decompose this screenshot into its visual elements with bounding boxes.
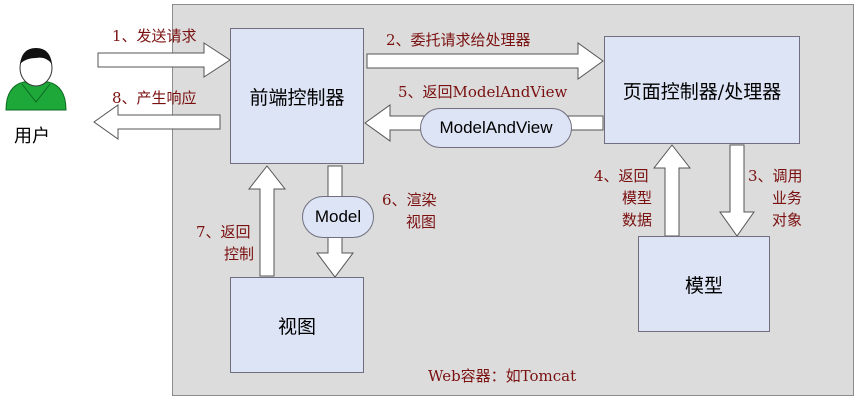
step-6-line-1: 6、渲染 <box>382 191 437 209</box>
model-pill-label: Model <box>314 207 362 226</box>
view-box: 视图 <box>230 277 364 373</box>
model-box: 模型 <box>638 236 770 332</box>
step-4-line-1: 4、返回 <box>594 167 649 185</box>
view-box-label: 视图 <box>277 315 316 338</box>
model-and-view-pill-label: ModelAndView <box>439 118 553 137</box>
step-6-line-2: 视图 <box>406 213 437 231</box>
front-controller-label: 前端控制器 <box>249 86 345 109</box>
model-and-view-pill: ModelAndView <box>420 108 572 148</box>
step-4-line-2: 模型 <box>622 189 653 207</box>
step-3-line-3: 对象 <box>772 211 803 229</box>
step-7-line-2: 控制 <box>224 245 255 263</box>
front-controller-box: 前端控制器 <box>230 28 364 164</box>
arrow-return-control <box>247 165 287 277</box>
arrow-send-request <box>97 42 231 78</box>
page-controller-label: 页面控制器/处理器 <box>622 80 782 103</box>
arrow-return-model-data <box>652 144 692 237</box>
step-3-line-2: 业务 <box>772 189 803 207</box>
step-5-label: 5、返回ModelAndView <box>398 83 568 101</box>
container-label: Web容器：如Tomcat <box>428 367 577 385</box>
arrow-call-business <box>719 144 755 237</box>
arrow-response <box>93 104 221 140</box>
user-label: 用户 <box>14 126 50 147</box>
step-4-line-3: 数据 <box>622 211 653 229</box>
step-3-line-1: 3、调用 <box>748 167 803 185</box>
step-1-label: 1、发送请求 <box>112 27 197 45</box>
model-pill: Model <box>302 196 374 238</box>
model-box-label: 模型 <box>684 274 723 297</box>
step-2-label: 2、委托请求给处理器 <box>386 31 531 49</box>
page-controller-box: 页面控制器/处理器 <box>604 36 800 144</box>
arrow-delegate <box>366 42 604 80</box>
step-8-label: 8、产生响应 <box>112 89 197 107</box>
step-7-line-1: 7、返回 <box>196 223 251 241</box>
